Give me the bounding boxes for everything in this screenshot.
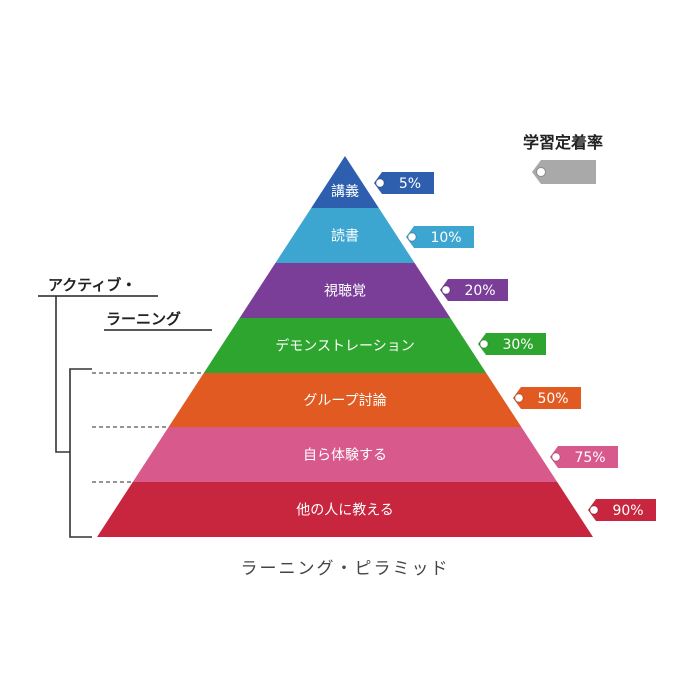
tag-value: 50% xyxy=(537,391,568,407)
pyramid-layer-shape xyxy=(239,263,451,318)
pyramid-layer-shape xyxy=(97,482,593,537)
tag-shape xyxy=(406,226,474,248)
pyramid-layer-label: グループ討論 xyxy=(303,393,386,409)
diagram-caption: ラーニング・ピラミッド xyxy=(241,559,450,579)
pyramid-layer: 自ら体験する xyxy=(132,427,558,482)
retention-tag: 50% xyxy=(513,387,581,409)
pyramid-layer: 視聴覚 xyxy=(239,263,451,318)
pyramid-layer-label: 自ら体験する xyxy=(303,448,387,464)
tag-hole-icon xyxy=(551,452,561,462)
tag-shape xyxy=(374,172,434,194)
pyramid-layer: グループ討論 xyxy=(168,373,522,427)
retention-tag: 20% xyxy=(440,279,508,301)
retention-tag: 75% xyxy=(550,446,618,468)
retention-tags: 5% 10% 20% 30% 50% 75% 90% xyxy=(374,172,656,521)
tag-shape xyxy=(478,333,546,355)
active-learning-bracket xyxy=(55,296,92,538)
retention-tag: 5% xyxy=(374,172,434,194)
pyramid-layer-label: 講義 xyxy=(331,183,359,200)
tag-hole-icon xyxy=(375,178,385,188)
tag-hole-icon xyxy=(407,232,417,242)
pyramid-layer-label: デモンストレーション xyxy=(275,338,414,355)
side-label-underlines xyxy=(38,295,212,331)
retention-tag: 90% xyxy=(588,499,656,521)
pyramid-layer-shape xyxy=(132,427,558,482)
tag-shape xyxy=(513,387,581,409)
retention-tag: 30% xyxy=(478,333,546,355)
tag-value: 10% xyxy=(430,230,461,246)
tag-shape xyxy=(550,446,618,468)
pyramid-layer: 講義 xyxy=(311,156,379,208)
pyramid-layer: 他の人に教える xyxy=(97,482,593,537)
tag-value: 20% xyxy=(464,283,495,299)
tag-shape xyxy=(440,279,508,301)
pyramid-layer-shape xyxy=(168,373,522,427)
side-label-line1: アクティブ・ xyxy=(48,276,136,294)
pyramid-layer: 読書 xyxy=(275,208,415,263)
tag-hole-icon xyxy=(514,393,524,403)
pyramid-layer-shape xyxy=(311,156,379,208)
tag-hole-icon xyxy=(589,505,599,515)
pyramid-layer-label: 視聴覚 xyxy=(324,284,366,300)
retention-tag: 10% xyxy=(406,226,474,248)
tag-value: 30% xyxy=(502,337,533,353)
legend-label: 学習定着率 xyxy=(523,133,603,152)
tag-value: 5% xyxy=(399,176,421,192)
pyramid-layer: デモンストレーション xyxy=(203,318,487,373)
pyramid-layer-label: 他の人に教える xyxy=(296,503,394,519)
pyramid-layer-shape xyxy=(203,318,487,373)
tag-value: 90% xyxy=(612,503,643,519)
tag-value: 75% xyxy=(574,450,605,466)
side-label-line2: ラーニング xyxy=(106,310,181,328)
pyramid-layer-shape xyxy=(275,208,415,263)
legend-tag-icon xyxy=(532,160,596,184)
tag-hole-icon xyxy=(479,339,489,349)
pyramid-layer-label: 読書 xyxy=(331,228,359,245)
tag-hole-icon xyxy=(441,285,451,295)
tag-shape xyxy=(588,499,656,521)
